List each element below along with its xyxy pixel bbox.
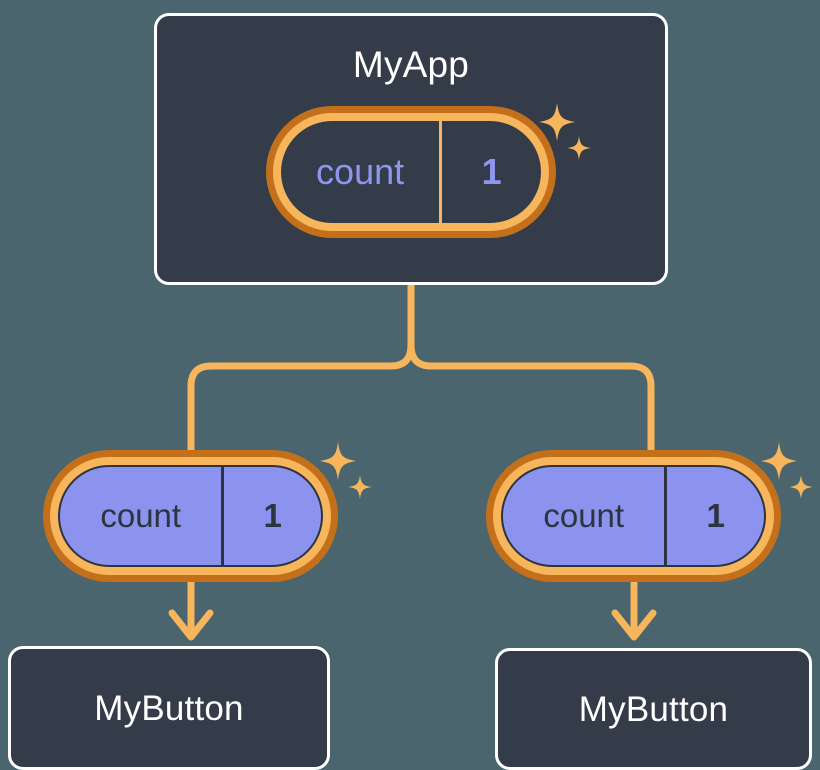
pill-content: count 1 <box>501 465 766 567</box>
pill-content: count 1 <box>281 121 541 223</box>
card-mybutton-right[interactable]: MyButton <box>495 648 812 770</box>
state-pill-left[interactable]: count 1 <box>43 450 338 582</box>
pill-inner-ring: count 1 <box>273 113 549 231</box>
connector-trunk-and-branches <box>187 281 655 474</box>
sparkle-four-point-small-icon <box>789 475 813 499</box>
state-value-label: 1 <box>706 497 725 534</box>
pill-inner-ring: count 1 <box>493 457 774 575</box>
arrow-right-pill-to-button <box>611 573 657 641</box>
pill-outer-ring: count 1 <box>266 106 556 238</box>
pill-outer-ring: count 1 <box>486 450 781 582</box>
pill-inner-ring: count 1 <box>50 457 331 575</box>
sparkle-four-point-small-icon <box>348 475 372 499</box>
sparkle-four-point-icon <box>320 442 356 480</box>
state-key-label: count <box>503 467 668 565</box>
state-value-label: 1 <box>263 497 282 534</box>
arrow-left-pill-to-button <box>168 573 214 641</box>
state-key-label: count <box>281 121 443 223</box>
state-key-label: count <box>60 467 225 565</box>
card-mybutton-left[interactable]: MyButton <box>8 646 330 770</box>
card-mybutton-right-title: MyButton <box>578 689 729 729</box>
card-myapp-title: MyApp <box>352 44 470 85</box>
state-pill-right[interactable]: count 1 <box>486 450 781 582</box>
pill-outer-ring: count 1 <box>43 450 338 582</box>
pill-content: count 1 <box>58 465 323 567</box>
state-pill-myapp[interactable]: count 1 <box>266 106 556 238</box>
state-value-label: 1 <box>481 151 502 192</box>
card-mybutton-left-title: MyButton <box>94 688 244 728</box>
